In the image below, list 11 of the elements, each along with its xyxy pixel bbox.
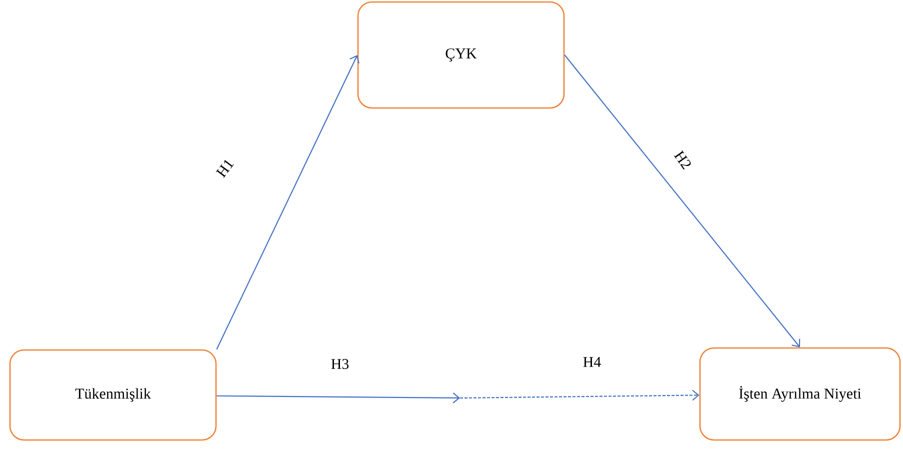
process-box: ÇYK: [357, 1, 565, 109]
edge-label: H2: [674, 150, 691, 170]
arrow: [216, 55, 360, 350]
process-box: Tükenmişlik: [9, 349, 217, 441]
edge-label: H3: [331, 358, 349, 370]
arrow: [460, 390, 700, 401]
arrow: [564, 54, 800, 348]
process-box: İşten Ayrılma Niyeti: [699, 347, 901, 441]
arrow: [216, 392, 460, 404]
edge-label: H1: [216, 160, 234, 178]
edge-label: H4: [583, 357, 601, 367]
